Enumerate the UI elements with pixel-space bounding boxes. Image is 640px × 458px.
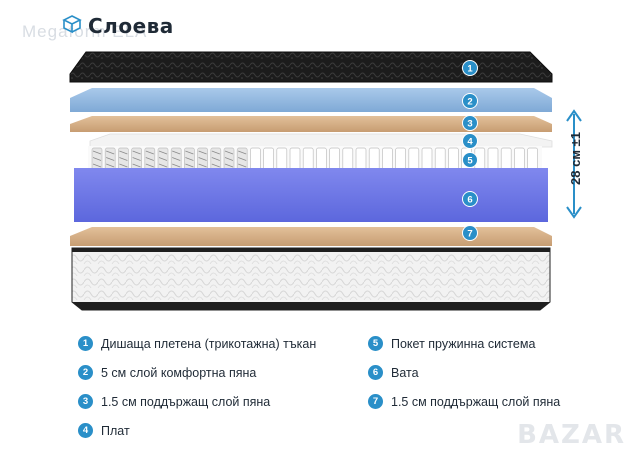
legend-label: Плат: [101, 423, 130, 438]
spring-coil: [119, 163, 128, 168]
spring-coil: [198, 157, 207, 161]
spring-coil: [211, 163, 220, 168]
height-arrow: [566, 109, 582, 219]
spring-coil: [106, 150, 115, 155]
layer-marker-5: 5: [462, 152, 478, 168]
legend-badge: 7: [368, 394, 383, 409]
spring-coil: [172, 157, 181, 161]
layer-wadding: [74, 168, 548, 222]
legend-label: 1.5 см поддържащ слой пяна: [391, 394, 561, 409]
watermark-bottom: BAZAR: [517, 420, 626, 450]
layer-support-foam-bottom: [70, 227, 552, 246]
layer-marker-label: 4: [467, 137, 473, 148]
spring-coil: [132, 150, 141, 155]
spring-coil: [198, 150, 207, 155]
legend-badge: 3: [78, 394, 93, 409]
legend-label: Вата: [391, 365, 419, 380]
legend-label: Покет пружинна система: [391, 336, 536, 351]
spring-coil: [238, 157, 247, 161]
spring-coil: [172, 150, 181, 155]
legend-item: 4 Плат: [78, 423, 130, 438]
cube-logo-icon: [62, 14, 82, 39]
legend-label: 1.5 см поддържащ слой пяна: [101, 394, 271, 409]
layer-marker-label: 1: [467, 64, 473, 75]
layer-marker-label: 5: [467, 156, 473, 167]
spring-coil: [172, 163, 181, 168]
layer-comfort-foam: [70, 88, 552, 112]
spring-coil: [238, 150, 247, 155]
layer-marker-1: 1: [462, 60, 478, 76]
brand-logo: Слоева: [62, 12, 174, 40]
legend-item: 2 5 см слой комфортна пяна: [78, 365, 256, 380]
legend-item: 5 Покет пружинна система: [368, 336, 535, 351]
spring-coil: [198, 163, 207, 168]
legend-item: 3 1.5 см поддържащ слой пяна: [78, 394, 270, 409]
spring-coil: [132, 163, 141, 168]
height-dimension-label: 28 см ±1: [567, 131, 583, 185]
spring-coil: [185, 163, 194, 168]
spring-coil: [106, 157, 115, 161]
legend-badge: 1: [78, 336, 93, 351]
mattress-base: [71, 247, 551, 311]
spring-coil: [185, 150, 194, 155]
spring-coil: [145, 157, 154, 161]
layer-marker-4: 4: [462, 133, 478, 149]
layer-support-foam-top: [70, 116, 552, 132]
layer-marker-label: 6: [467, 195, 472, 206]
layer-marker-6: 6: [462, 191, 478, 207]
spring-coil: [145, 150, 154, 155]
spring-coil: [224, 150, 234, 155]
spring-coil: [92, 163, 102, 168]
layer-cloth: [89, 133, 553, 148]
layer-marker-2: 2: [462, 93, 478, 109]
legend-item: 6 Вата: [368, 365, 419, 380]
legend-badge: 6: [368, 365, 383, 380]
spring-coil: [158, 157, 168, 161]
spring-coil: [106, 163, 115, 168]
watermark-top: Megaform ELA: [22, 22, 148, 41]
legend-item: 1 Дишаща плетена (трикотажна) тъкан: [78, 336, 316, 351]
layer-knitted-fabric: [69, 51, 553, 83]
spring-coil: [92, 150, 102, 155]
spring-coil: [145, 163, 154, 168]
legend-label: 5 см слой комфортна пяна: [101, 365, 257, 380]
spring-coil: [211, 150, 220, 155]
legend-badge: 2: [78, 365, 93, 380]
spring-coil: [238, 163, 247, 168]
legend-item: 7 1.5 см поддържащ слой пяна: [368, 394, 560, 409]
legend-badge: 5: [368, 336, 383, 351]
spring-coil: [211, 157, 220, 161]
layer-marker-label: 3: [467, 119, 472, 130]
spring-coil: [132, 157, 141, 161]
spring-coil: [158, 163, 168, 168]
layer-marker-7: 7: [462, 225, 478, 241]
brand-name: Слоева: [88, 14, 174, 38]
spring-coil: [119, 157, 128, 161]
spring-coil: [224, 157, 234, 161]
spring-coil: [92, 157, 102, 161]
spring-coil: [119, 150, 128, 155]
layer-marker-label: 2: [467, 97, 472, 108]
legend-label: Дишаща плетена (трикотажна) тъкан: [101, 336, 317, 351]
spring-coil: [185, 157, 194, 161]
legend-badge: 4: [78, 423, 93, 438]
layer-marker-3: 3: [462, 115, 478, 131]
layer-markers: 1 2 3 4 5 6 7: [462, 60, 478, 241]
spring-coil: [158, 150, 168, 155]
layer-marker-label: 7: [467, 229, 472, 240]
spring-coil: [224, 163, 234, 168]
